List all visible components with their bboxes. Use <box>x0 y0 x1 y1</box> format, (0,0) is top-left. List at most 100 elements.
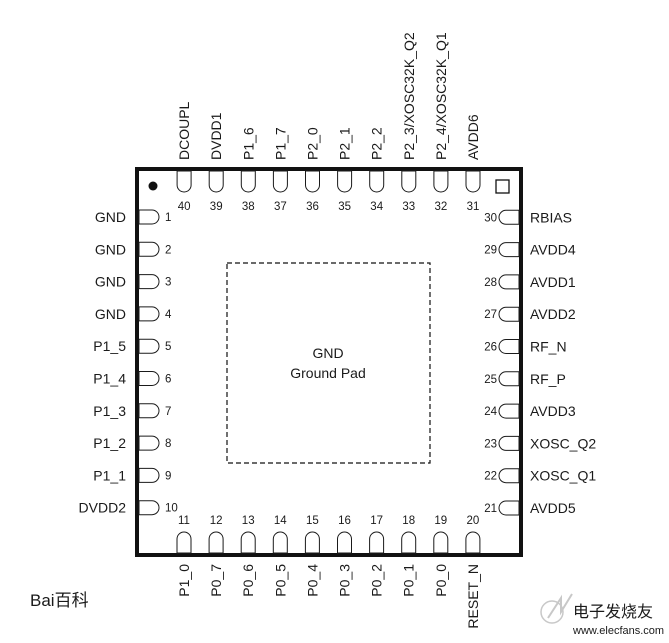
pin-name: P1_4 <box>93 371 126 387</box>
pin-32: 32 P2_4/XOSC32K_Q1 <box>433 32 449 213</box>
pin-number: 18 <box>402 515 415 527</box>
pin-number: 35 <box>338 201 351 213</box>
pin-pad <box>498 500 520 516</box>
chip-package-outline <box>135 167 523 557</box>
pin-name: RF_P <box>530 371 566 387</box>
pin-25: 25 RF_P <box>484 371 566 387</box>
pin-number: 3 <box>165 277 171 289</box>
pin-name: P0_1 <box>401 564 417 597</box>
pin-number: 26 <box>484 342 497 354</box>
pin-name: AVDD1 <box>530 274 576 290</box>
pin-name: AVDD3 <box>530 403 576 419</box>
pin-pad <box>138 306 160 322</box>
pin-pad <box>138 467 160 483</box>
pin-number: 29 <box>484 245 497 257</box>
pin-pad <box>138 435 160 451</box>
pin-name: GND <box>95 241 126 257</box>
pin-name: P1_6 <box>240 127 256 160</box>
pin-number: 1 <box>165 212 171 224</box>
pin-name: DVDD2 <box>79 500 127 516</box>
pin-name: AVDD5 <box>530 500 576 516</box>
pin-number: 11 <box>178 515 190 527</box>
pin-pad <box>369 531 385 554</box>
watermark-right: 电子发烧友 <box>573 603 653 621</box>
pin-3: 3 GND <box>95 274 172 290</box>
pin-number: 15 <box>306 515 319 527</box>
pin-pad <box>176 170 192 193</box>
pin-pad <box>272 170 288 193</box>
pin-number: 14 <box>274 515 287 527</box>
ground-pad-label: GND <box>312 345 343 361</box>
pin-name: P1_3 <box>93 403 126 419</box>
pin-pad <box>176 531 192 554</box>
ground-pad-outline <box>226 262 431 464</box>
pin-name: P0_4 <box>304 564 320 597</box>
pin-number: 27 <box>484 309 497 321</box>
pin-pad <box>138 274 160 290</box>
pins-bottom: 11P1_012P0_713P0_614P0_515P0_416P0_317P0… <box>176 515 481 629</box>
pin-number: 4 <box>165 309 172 321</box>
pin-name: P1_7 <box>272 127 288 160</box>
pin-name: P1_5 <box>93 338 126 354</box>
pin-24: 24 AVDD3 <box>484 403 576 419</box>
pin-name: AVDD2 <box>530 306 576 322</box>
pin-pad <box>208 531 224 554</box>
pin-pad <box>240 170 256 193</box>
pin-number: 12 <box>210 515 223 527</box>
pin-name: AVDD4 <box>530 242 576 258</box>
pin-29: 29 AVDD4 <box>484 242 576 258</box>
pin-pad <box>498 371 520 387</box>
pin-name: P1_1 <box>93 467 126 483</box>
pin-name: XOSC_Q2 <box>530 435 596 451</box>
pin-number: 20 <box>467 515 480 527</box>
pin-pad <box>465 531 481 554</box>
pin-name: RBIAS <box>530 209 572 225</box>
pin-number: 9 <box>165 470 171 482</box>
pin-name: GND <box>95 274 126 290</box>
pin-name: P2_4/XOSC32K_Q1 <box>433 32 449 160</box>
pin-number: 19 <box>434 515 447 527</box>
pin-number: 36 <box>306 201 319 213</box>
pin-pad <box>138 371 160 386</box>
pin-pad <box>433 170 449 193</box>
pin-name: P2_2 <box>369 127 385 160</box>
pin-number: 32 <box>435 201 448 213</box>
pin-pad <box>138 338 160 354</box>
pin-number: 25 <box>484 374 497 386</box>
pin-5: 5 P1_5 <box>93 338 171 354</box>
pin-name: P0_3 <box>337 564 353 597</box>
pin-number: 13 <box>242 515 255 527</box>
pin-number: 10 <box>165 503 178 515</box>
pin-pad <box>138 500 160 516</box>
pin-name: DCOUPL <box>176 101 192 160</box>
pin-number: 16 <box>338 515 351 527</box>
pin-number: 24 <box>484 406 497 418</box>
orientation-marker-square <box>495 179 510 194</box>
pin-number: 8 <box>165 438 171 450</box>
pin-name: GND <box>95 209 126 225</box>
pin-pad <box>498 339 520 354</box>
pin-9: 9 P1_1 <box>93 467 171 483</box>
pin-number: 5 <box>165 341 171 353</box>
pin1-marker-dot <box>148 181 158 191</box>
pin-name: DVDD1 <box>208 112 224 160</box>
pin-pad <box>138 209 160 225</box>
pin-pad <box>240 531 256 554</box>
